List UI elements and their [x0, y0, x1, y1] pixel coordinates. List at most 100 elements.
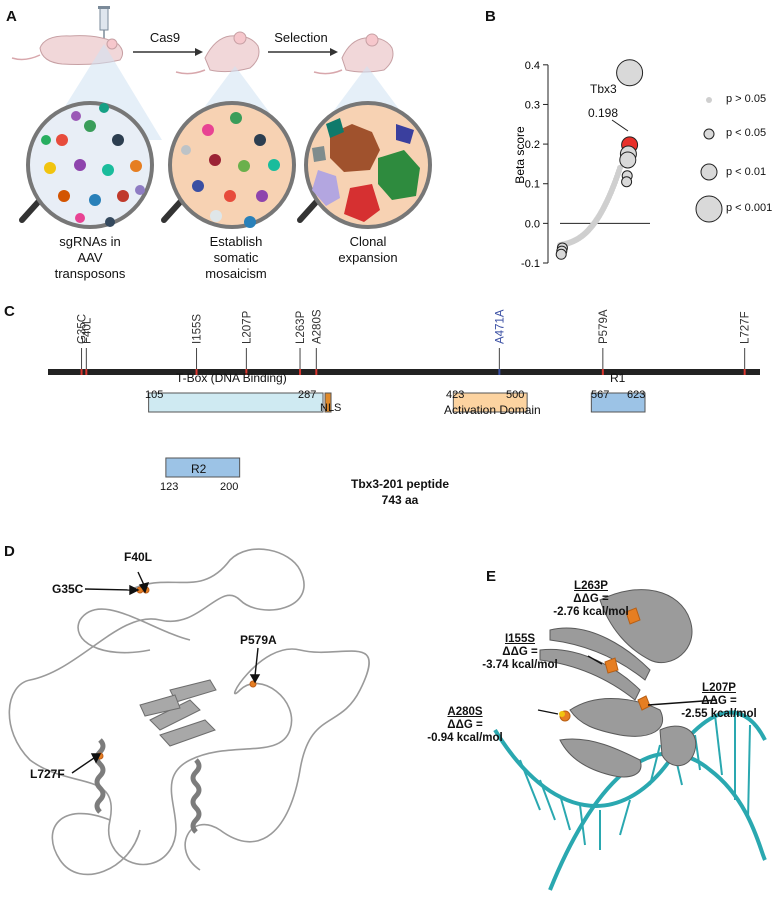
step1-caption: sgRNAs in AAV transposons: [30, 234, 150, 282]
f40l-label: F40L: [124, 550, 153, 564]
mutation-label: I155S: [192, 314, 204, 344]
l207p-annotation: L207P ΔΔG = -2.55 kcal/mol: [664, 682, 774, 721]
mutation-label: L207P: [241, 310, 253, 344]
activation-label: Activation Domain: [444, 403, 541, 417]
mutation-tick: [743, 369, 746, 375]
sig-point: [619, 151, 637, 169]
l207p-ddg: ΔΔG =: [701, 695, 737, 707]
mutation-label: L263P: [295, 310, 307, 344]
l263p-ddg: ΔΔG =: [573, 593, 609, 605]
panel-c-letter: C: [4, 303, 15, 320]
step3-caption: Clonal expansion: [318, 234, 418, 266]
panel-d-letter: D: [4, 543, 15, 560]
tbox-domain: [148, 392, 324, 413]
panel-e-letter: E: [486, 568, 497, 585]
mutation-tick: [195, 369, 198, 375]
sig-point: [555, 248, 567, 260]
peptide-name: Tbx3-201 peptide: [350, 477, 450, 491]
y-tick-label: 0.1: [525, 179, 540, 191]
mutation-label: G35C: [77, 314, 89, 344]
i155s-ddg: ΔΔG =: [502, 646, 538, 658]
arrow-selection-label: Selection: [274, 30, 328, 45]
step3-line: Clonal: [349, 234, 387, 249]
legend-marker: [695, 195, 723, 223]
r1-domain: [590, 392, 646, 413]
step2-line: somatic: [213, 250, 259, 265]
y-tick-label: 0.3: [525, 99, 540, 111]
mutation-label: A471A: [494, 309, 506, 344]
y-tick-label: 0.2: [525, 139, 540, 151]
step1-line: transposons: [54, 266, 126, 281]
legend-label: p < 0.001: [726, 202, 773, 214]
activation-domain: [452, 392, 528, 413]
g35c-label: G35C: [52, 582, 84, 596]
tbox-end: 287: [298, 389, 317, 401]
legend-label: p < 0.05: [726, 127, 767, 139]
r2-domain: [165, 457, 241, 478]
a280s-annotation: A280S ΔΔG = -0.94 kcal/mol: [410, 706, 520, 745]
r2-end: 200: [220, 481, 239, 493]
legend-label: p < 0.01: [726, 166, 767, 178]
step2-line: mosaicism: [205, 266, 267, 281]
l263p-annotation: L263P ΔΔG = -2.76 kcal/mol: [536, 580, 646, 619]
l727f-label: L727F: [30, 767, 65, 781]
step3-line: expansion: [338, 250, 398, 265]
activation-end: 500: [506, 389, 525, 401]
l263p-name: L263P: [574, 580, 608, 592]
mutation-label: A280S: [311, 309, 323, 344]
a280s-name: A280S: [447, 706, 483, 718]
mutation-tick: [299, 369, 302, 375]
mutation-tick: [80, 369, 83, 375]
ns-point: [617, 164, 623, 171]
nls-domain: [324, 392, 332, 413]
arrow-cas9-label: Cas9: [149, 30, 181, 45]
r1-start: 567: [591, 389, 610, 401]
y-axis-label: Beta score: [513, 126, 527, 184]
tbox-dna-structure: [493, 589, 767, 891]
mutation-label: P579A: [598, 309, 610, 344]
legend-marker: [703, 128, 715, 140]
r1-label: R1: [610, 371, 626, 385]
i155s-name: I155S: [504, 633, 536, 645]
legend-label: p > 0.05: [726, 93, 767, 105]
l263p-value: -2.76 kcal/mol: [553, 606, 629, 618]
tbx3-pointer: [611, 119, 629, 132]
mutation-label: F40L: [81, 317, 93, 344]
legend-marker: [700, 163, 718, 181]
a280s-value: -0.94 kcal/mol: [427, 732, 503, 744]
full-protein-structure: [8, 548, 370, 876]
step1-line: AAV: [77, 250, 103, 265]
step2-line: Establish: [209, 234, 263, 249]
l207p-value: -2.55 kcal/mol: [681, 708, 757, 720]
protein-bar: [48, 369, 760, 375]
magnifier-clonal: [297, 101, 432, 229]
tbx3-value: 0.198: [588, 106, 619, 120]
panel-b-letter: B: [485, 8, 496, 25]
panel-a-letter: A: [6, 8, 17, 25]
legend-marker: [706, 97, 712, 103]
step2-caption: Establish somatic mosaicism: [176, 234, 296, 282]
tbx3-label: Tbx3: [590, 82, 617, 96]
mutation-tick: [315, 369, 318, 375]
mutation-label: L727F: [740, 311, 752, 344]
r2-label: R2: [191, 462, 207, 476]
mutation-tick: [245, 369, 248, 375]
l207p-name: L207P: [702, 682, 736, 694]
p579a-label: P579A: [240, 633, 277, 647]
panel-a-illustration: [11, 6, 432, 229]
y-tick-label: -0.1: [521, 258, 540, 270]
mutation-tick: [498, 369, 501, 375]
tbox-start: 105: [145, 389, 164, 401]
i155s-annotation: I155S ΔΔG = -3.74 kcal/mol: [465, 633, 575, 672]
magnifier-sgrna: [19, 101, 154, 229]
r1-end: 623: [627, 389, 646, 401]
y-tick-label: 0.4: [525, 60, 540, 72]
nls-label: NLS: [320, 402, 342, 414]
a280s-ddg: ΔΔG =: [447, 719, 483, 731]
activation-start: 423: [446, 389, 465, 401]
magnifier-mosaic: [161, 101, 296, 229]
sig-point: [621, 176, 633, 188]
mutation-tick: [601, 369, 604, 375]
